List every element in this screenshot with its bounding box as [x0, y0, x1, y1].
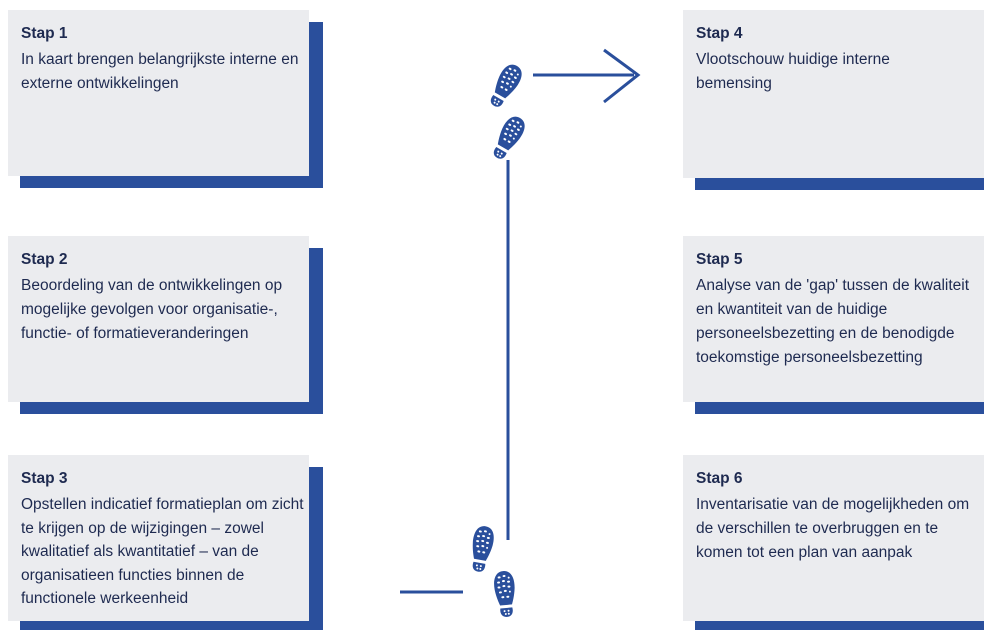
step-3-text: Opstellen indicatief formatieplan om zic… [21, 496, 304, 607]
step-5-text: Analyse van de 'gap' tussen de kwaliteit… [696, 277, 970, 366]
step-3-card: Stap 3 Opstellen indicatief formatieplan… [8, 455, 323, 630]
step-4-text: Vlootschouw huidige interne bemensing [696, 51, 890, 92]
step-1-text: In kaart brengen belangrijkste interne e… [21, 51, 299, 92]
footprint-icon [488, 112, 529, 163]
step-6-title: Stap 6 [696, 470, 743, 487]
footprint-icon [492, 570, 518, 618]
step-3-title: Stap 3 [21, 470, 68, 487]
step-5-title: Stap 5 [696, 251, 743, 268]
arrow-right-icon [603, 48, 641, 104]
step-2-card: Stap 2 Beoordeling van de ontwikkelingen… [8, 236, 323, 414]
step-4-card: Stap 4 Vlootschouw huidige interne bemen… [683, 10, 984, 190]
step-4-title: Stap 4 [696, 25, 743, 42]
step-6-text: Inventarisatie van de mogelijkheden om d… [696, 496, 970, 561]
footprint-icon [467, 524, 496, 574]
step-5-card: Stap 5 Analyse van de 'gap' tussen de kw… [683, 236, 984, 414]
step-1-title: Stap 1 [21, 25, 68, 42]
step-1-card: Stap 1 In kaart brengen belangrijkste in… [8, 10, 323, 188]
step-2-text: Beoordeling van de ontwikkelingen op mog… [21, 277, 283, 342]
step-6-card: Stap 6 Inventarisatie van de mogelijkhed… [683, 455, 984, 630]
step-2-title: Stap 2 [21, 251, 68, 268]
footprint-icon [485, 60, 526, 111]
